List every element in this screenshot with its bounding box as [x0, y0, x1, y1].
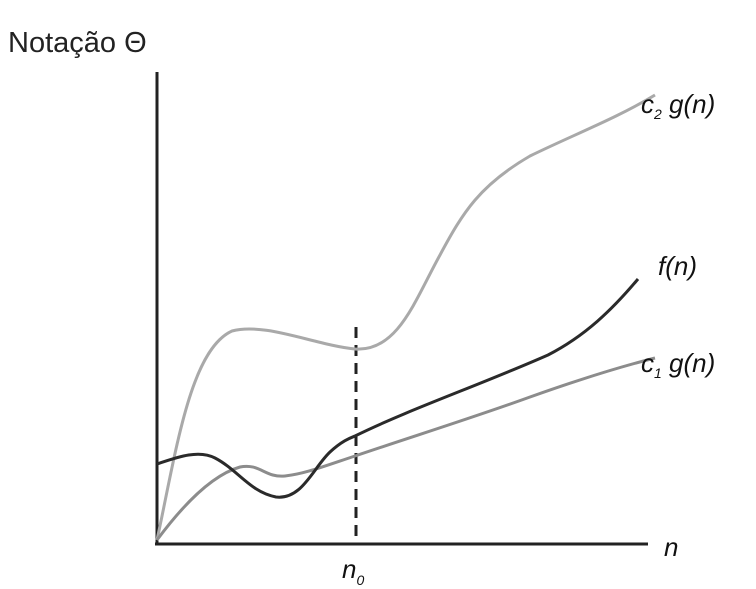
curve-upper-bound: [155, 93, 656, 541]
label-upper-bound-rest: g(n): [662, 89, 715, 119]
label-upper-bound-sub: 2: [653, 106, 662, 122]
n0-label: n0: [342, 554, 364, 588]
label-lower-bound-c: c: [641, 348, 654, 378]
label-lower-bound-sub: 1: [654, 365, 662, 381]
label-upper-bound: c2 g(n): [641, 89, 715, 122]
n0-label-base: n: [342, 554, 356, 584]
curve-lower-bound: [155, 356, 656, 541]
label-function: f(n): [658, 251, 697, 281]
curve-function: [156, 278, 640, 499]
n0-label-sub: 0: [356, 572, 364, 588]
label-lower-bound: c1 g(n): [641, 348, 715, 381]
label-lower-bound-rest: g(n): [662, 348, 715, 378]
label-upper-bound-c: c: [641, 89, 654, 119]
diagram-title: Notação Θ: [8, 27, 147, 59]
x-axis-label: n: [664, 532, 678, 562]
